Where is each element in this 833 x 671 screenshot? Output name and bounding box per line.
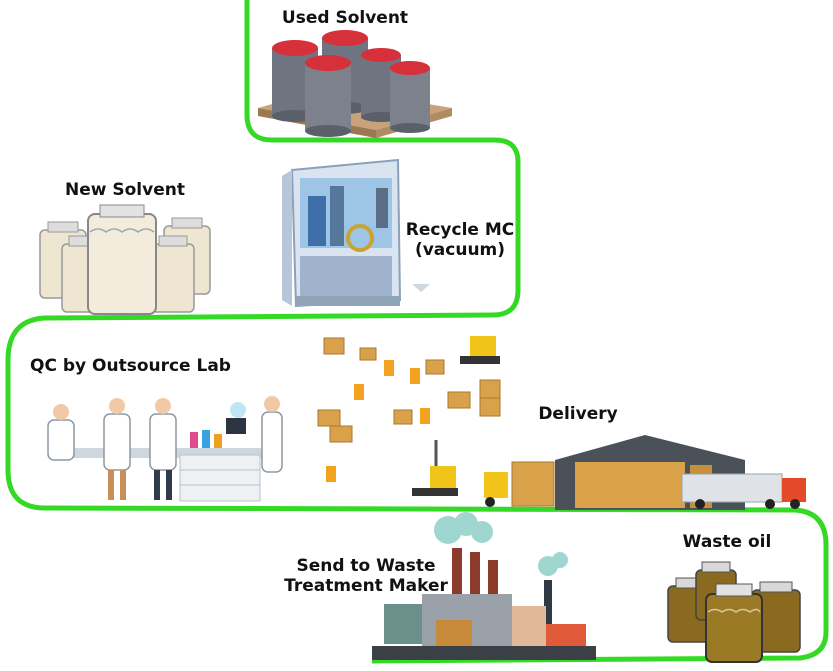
label-new-solvent: New Solvent (65, 180, 185, 200)
label-send-waste-line1: Send to Waste (296, 556, 436, 576)
label-recycle-mc: Recycle MC (vacuum) (400, 220, 520, 260)
label-qc-lab: QC by Outsource Lab (30, 356, 231, 376)
delivery-scene (484, 435, 806, 510)
label-used-solvent: Used Solvent (281, 8, 409, 28)
recycle-machine (282, 158, 430, 308)
new-solvent-jars (39, 204, 211, 315)
waste-oil-jars (667, 561, 801, 663)
warehouse-workers-scene (317, 336, 501, 496)
label-waste-oil: Waste oil (682, 532, 772, 552)
label-send-waste: Send to Waste Treatment Maker (276, 556, 456, 596)
waste-treatment-factory (372, 512, 596, 660)
flow-path (5, 0, 829, 664)
qc-lab-scene (47, 396, 283, 502)
used-solvent-drums (258, 30, 452, 138)
label-recycle-mc-line1: Recycle MC (405, 220, 515, 240)
label-recycle-mc-line2: (vacuum) (414, 240, 506, 260)
label-send-waste-line2: Treatment Maker (284, 576, 448, 596)
label-delivery: Delivery (538, 404, 618, 424)
